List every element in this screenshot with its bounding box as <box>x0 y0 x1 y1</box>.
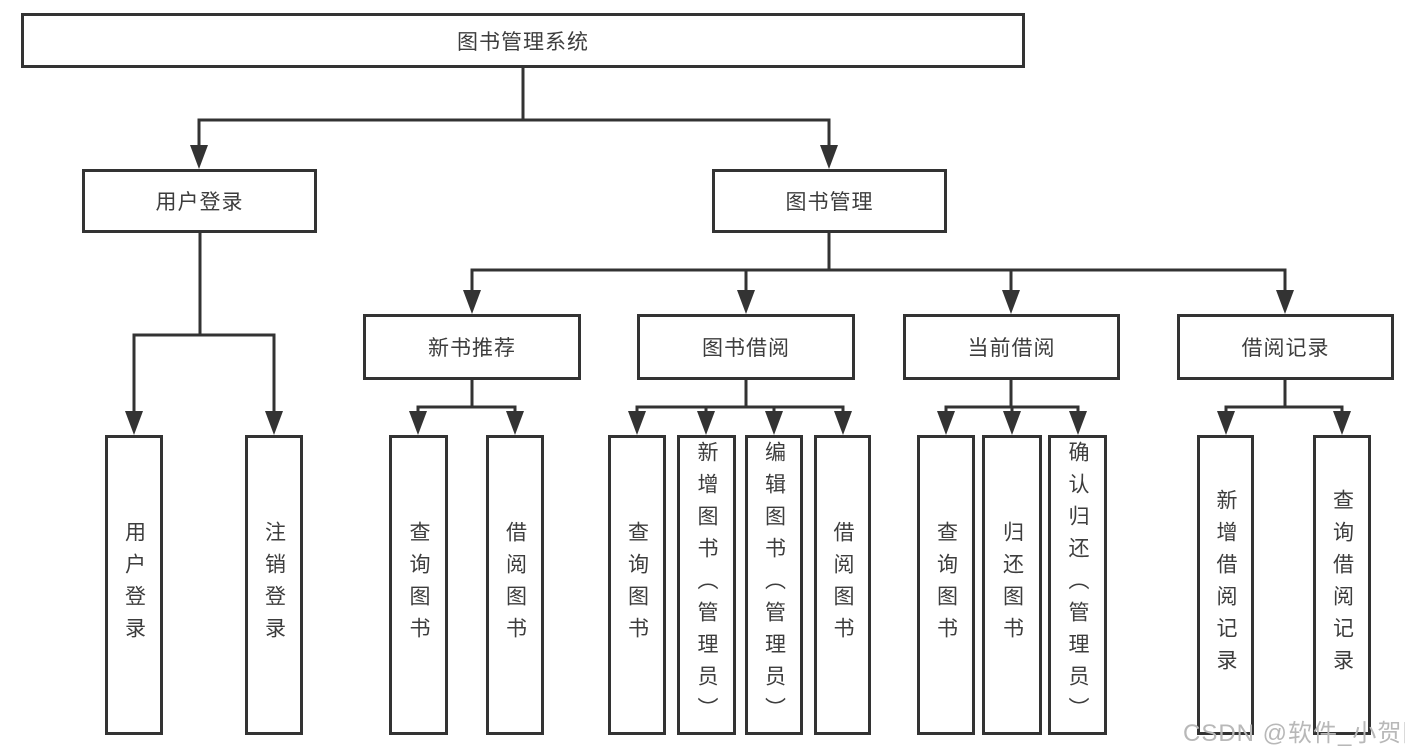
leaf-label: 编辑图书（管理员） <box>762 441 786 729</box>
leaf-borrow-book-recommend: 借阅图书 <box>486 435 544 735</box>
leaf-label: 借阅图书 <box>831 521 854 649</box>
node-book-management: 图书管理 <box>712 169 947 233</box>
node-current-borrow: 当前借阅 <box>903 314 1120 380</box>
leaf-query-current-book: 查询图书 <box>917 435 975 735</box>
leaf-confirm-return-admin: 确认归还（管理员） <box>1048 435 1107 735</box>
leaf-label: 新增图书（管理员） <box>695 441 718 729</box>
leaf-label: 新增借阅记录 <box>1214 489 1237 681</box>
node-new-book-recommend: 新书推荐 <box>363 314 581 380</box>
leaf-label: 查询借阅记录 <box>1330 489 1354 681</box>
leaf-add-book-admin: 新增图书（管理员） <box>677 435 736 735</box>
leaf-borrow-book: 借阅图书 <box>814 435 871 735</box>
leaf-query-book-recommend: 查询图书 <box>389 435 448 735</box>
leaf-return-book: 归还图书 <box>982 435 1042 735</box>
leaf-label: 查询图书 <box>625 521 649 649</box>
leaf-logout: 注销登录 <box>245 435 303 735</box>
leaf-label: 查询图书 <box>407 521 430 649</box>
node-borrow-record: 借阅记录 <box>1177 314 1394 380</box>
node-user-login: 用户登录 <box>82 169 317 233</box>
leaf-label: 查询图书 <box>934 521 958 649</box>
leaf-query-borrow-record: 查询借阅记录 <box>1313 435 1371 735</box>
leaf-add-borrow-record: 新增借阅记录 <box>1197 435 1254 735</box>
leaf-label: 用户登录 <box>122 521 146 649</box>
node-book-borrow: 图书借阅 <box>637 314 855 380</box>
leaf-label: 确认归还（管理员） <box>1066 441 1089 729</box>
leaf-query-book: 查询图书 <box>608 435 666 735</box>
leaf-label: 归还图书 <box>1000 521 1024 649</box>
leaf-edit-book-admin: 编辑图书（管理员） <box>745 435 803 735</box>
leaf-user-login: 用户登录 <box>105 435 163 735</box>
leaf-label: 借阅图书 <box>503 521 527 649</box>
node-root: 图书管理系统 <box>21 13 1025 68</box>
csdn-watermark: CSDN @软件_小贺同学 <box>1183 720 1405 747</box>
leaf-label: 注销登录 <box>262 521 286 649</box>
